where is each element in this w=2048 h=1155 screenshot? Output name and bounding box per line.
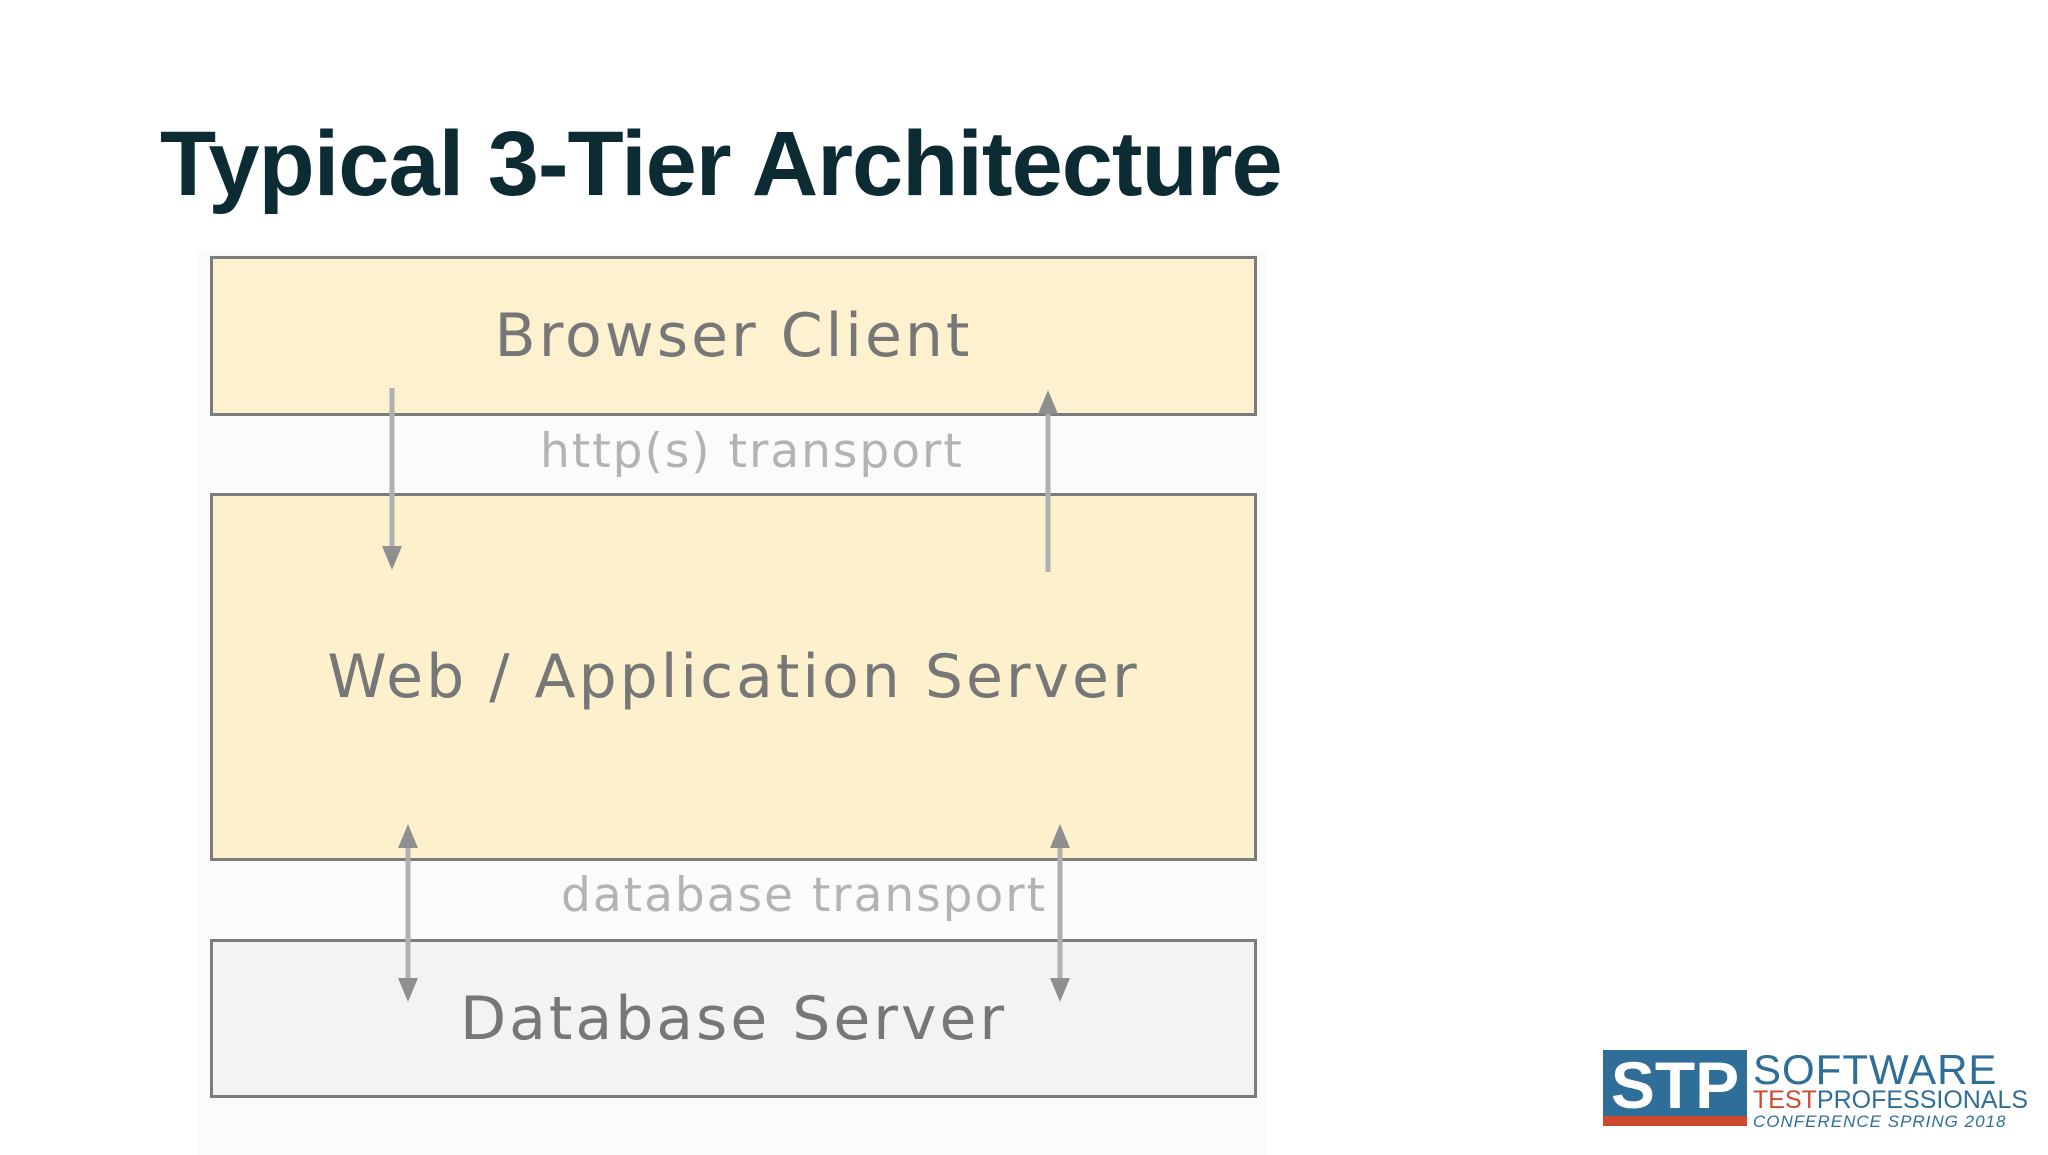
tier-web-application-server: Web / Application Server [210, 493, 1257, 861]
db-arrow-left-down-head [398, 978, 418, 1002]
logo-text-professionals: PROFESSIONALS [1816, 1086, 2029, 1114]
tier-label: Web / Application Server [327, 642, 1140, 712]
http-transport-label: http(s) transport [540, 424, 964, 479]
db-arrow-left-up-head [398, 824, 418, 848]
database-transport-label: database transport [561, 868, 1048, 923]
db-arrow-right-down-head [1050, 978, 1070, 1002]
logo-text-software: SOFTWARE [1753, 1046, 1998, 1093]
tier-label: Database Server [459, 983, 1008, 1054]
tier-browser-client: Browser Client [210, 256, 1257, 416]
stp-conference-logo: STP SOFTWARE TESTPROFESSIONALS CONFERENC… [1603, 1046, 2028, 1132]
response-arrow-head [1038, 390, 1058, 414]
request-arrow-head [382, 546, 402, 570]
logo-mark-letters: STP [1611, 1050, 1739, 1122]
logo-text-test-professionals: TESTPROFESSIONALS [1753, 1086, 2028, 1115]
tier-label: Browser Client [494, 301, 973, 371]
tier-database-server: Database Server [210, 939, 1257, 1098]
slide-title: Typical 3-Tier Architecture [160, 113, 1283, 215]
db-arrow-right-up-head [1050, 824, 1070, 848]
logo-text-conference: CONFERENCE SPRING 2018 [1753, 1112, 2007, 1131]
logo-text-test: TEST [1753, 1086, 1817, 1114]
stp-logo-mark: STP [1603, 1050, 1747, 1126]
